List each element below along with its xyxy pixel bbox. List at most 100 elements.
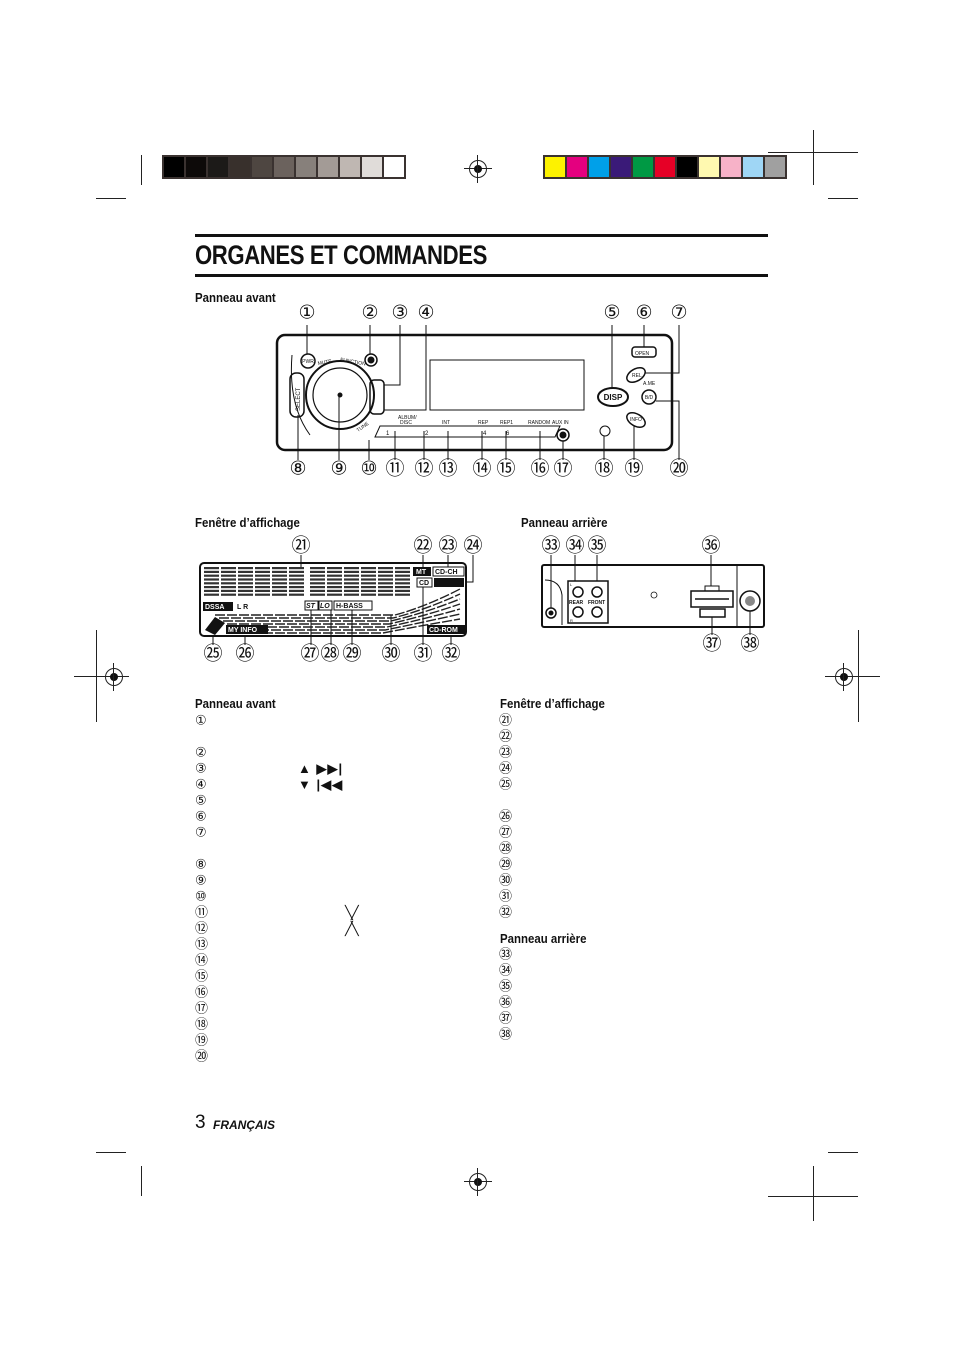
segment-character (204, 593, 219, 596)
front-panel-list-item: ⑩ (195, 888, 207, 904)
gray-color-bar (162, 155, 406, 179)
segment-character (344, 570, 359, 573)
segment-character (327, 586, 342, 589)
registration-mark-icon (830, 663, 858, 691)
display-window-list-item: ㉘ (499, 840, 513, 856)
display-window-callout: ㉘ (320, 643, 340, 665)
disp-label: DISP (604, 393, 623, 402)
segment-character (378, 567, 393, 570)
display-window-heading: Fenêtre d’affichage (195, 515, 300, 530)
spectrum-analyzer-row (231, 608, 461, 628)
segment-character (327, 567, 342, 570)
segment-character (344, 586, 359, 589)
disc-changer-icon (434, 578, 464, 587)
segment-character (310, 593, 325, 596)
segment-character (378, 586, 393, 589)
segment-character (395, 589, 410, 592)
front-panel-list-item: ⑥ (195, 808, 207, 824)
front-panel-list-item: ⑯ (195, 984, 209, 1000)
rear-panel-callout: ㉝ (541, 535, 561, 557)
front-panel-list-item: ⑭ (195, 952, 209, 968)
segment-character (310, 589, 325, 592)
segment-character (221, 586, 236, 589)
segment-character (204, 574, 219, 577)
rear-panel-heading: Panneau arrière (521, 515, 608, 530)
segment-character (395, 574, 410, 577)
color-swatch (699, 157, 721, 177)
crop-mark (813, 1166, 814, 1221)
rear-panel-list-item: ㊳ (499, 1026, 513, 1042)
segment-character (221, 578, 236, 581)
segment-character (289, 567, 304, 570)
segment-character (255, 574, 270, 577)
lo-indicator: LO (320, 603, 330, 610)
st-indicator: ST (306, 603, 316, 610)
front-panel-list-item: ⑰ (195, 1000, 209, 1016)
down-prev-track-symbol: ▼ |◀◀ (298, 777, 344, 792)
front-panel-list-item: ② (195, 744, 207, 760)
segment-character (344, 582, 359, 585)
segment-character (255, 567, 270, 570)
display-window-list-item: ㉔ (499, 760, 513, 776)
color-swatch (362, 157, 384, 177)
rear-panel-callout: ㉟ (587, 535, 607, 557)
color-swatch (208, 157, 230, 177)
front-panel-heading: Panneau avant (195, 290, 276, 305)
segment-character (272, 567, 287, 570)
album-label: ALBUM/ (398, 415, 417, 421)
front-panel-callout: ⑥ (635, 302, 653, 324)
display-window-callout: ㉔ (463, 535, 483, 557)
front-panel-list-item: ⑱ (195, 1016, 209, 1032)
segment-character (344, 593, 359, 596)
segment-character (204, 578, 219, 581)
segment-character (361, 567, 376, 570)
segment-character (378, 589, 393, 592)
rear-panel-list-item: ㉞ (499, 962, 513, 978)
front-panel-list-item: ⑫ (195, 920, 209, 936)
dssa-indicator: DSSA (205, 604, 224, 611)
preset-1-label: 1 (386, 431, 390, 437)
rear-panel-list-item: ㉟ (499, 978, 513, 994)
front-panel-callout: ④ (417, 302, 435, 324)
segment-character (378, 578, 393, 581)
page-title: ORGANES ET COMMANDES (195, 240, 487, 270)
segment-character (204, 570, 219, 573)
front-panel-callout: ⑳ (669, 458, 689, 480)
front-panel-callout: ⑭ (472, 458, 492, 480)
color-swatch (765, 157, 785, 177)
front-panel-callout: ⑪ (385, 458, 405, 480)
front-panel-list-item: ③ (195, 760, 207, 776)
language-label: FRANÇAIS (213, 1118, 275, 1132)
front-panel-diagram: PWR MUTE FUNCTION SELECT TUNE ALBUM/ DIS… (275, 325, 680, 460)
display-window-list-item: ㉜ (499, 904, 513, 920)
color-swatch (589, 157, 611, 177)
color-swatch (340, 157, 362, 177)
front-output-label: FRONT (588, 600, 605, 606)
color-swatch (164, 157, 186, 177)
color-swatch (611, 157, 633, 177)
spectrum-analyzer-row (239, 618, 461, 634)
front-panel-list-item: ⑤ (195, 792, 207, 808)
display-window-list-item: ㉑ (499, 712, 513, 728)
display-window-callout: ㉜ (441, 643, 461, 665)
segment-character (289, 574, 304, 577)
front-panel-list-item: ④ (195, 776, 207, 792)
segment-character (378, 570, 393, 573)
segment-character (255, 593, 270, 596)
crop-mark (828, 1152, 858, 1153)
cd-ch-indicator: CD-CH (435, 569, 458, 576)
segment-character (238, 578, 253, 581)
front-panel-callout: ⑨ (330, 458, 348, 480)
segment-character (344, 567, 359, 570)
segment-character (289, 582, 304, 585)
segment-character (378, 574, 393, 577)
front-panel-callout: ⑲ (624, 458, 644, 480)
segment-character (204, 567, 219, 570)
segment-character (272, 589, 287, 592)
function-label: FUNCTION (340, 357, 367, 367)
segment-character (361, 570, 376, 573)
display-window-callout: ㉓ (438, 535, 458, 557)
color-swatch (252, 157, 274, 177)
segment-character (221, 574, 236, 577)
segment-character (255, 589, 270, 592)
